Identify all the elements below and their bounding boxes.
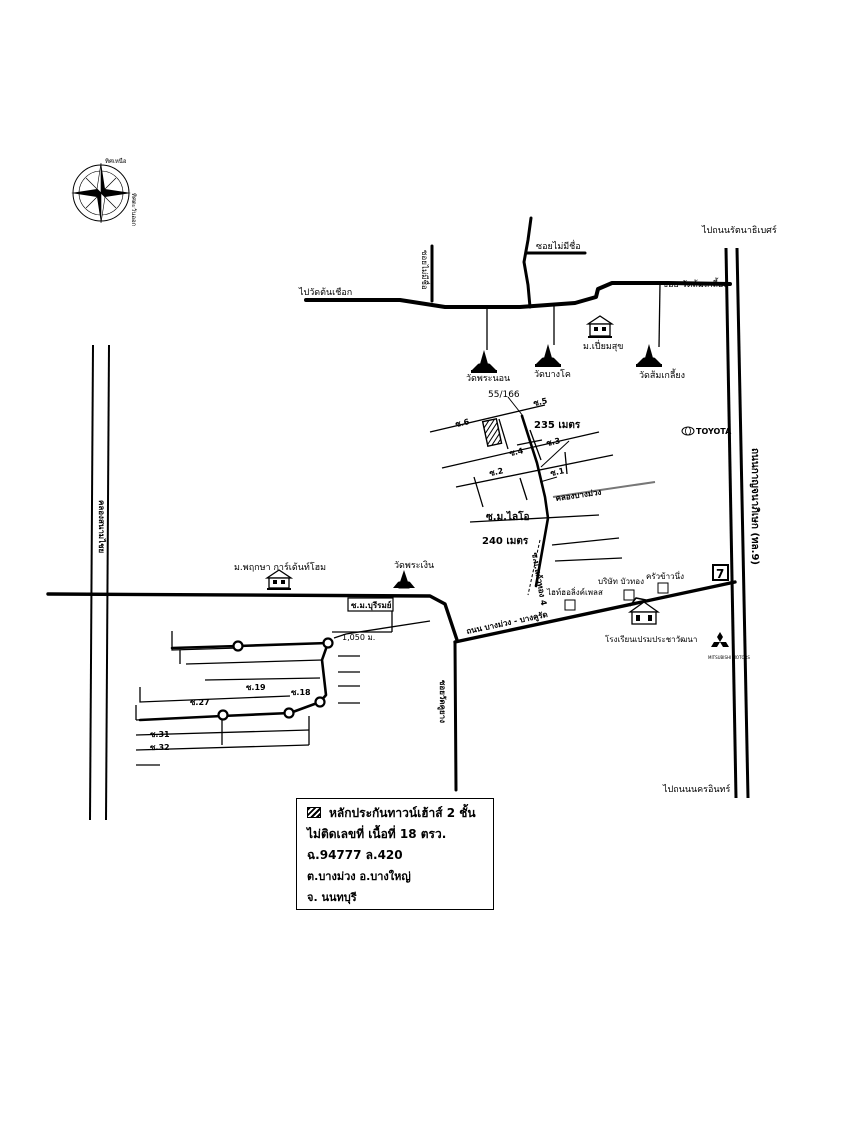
temple-icon: [393, 570, 415, 589]
village-icon: [264, 569, 294, 590]
bottom-right-road-label: ไปถนนนครอินทร์: [662, 783, 730, 795]
restaurant-label: ครัวข้าวนึ่ง: [646, 570, 684, 581]
wat-phrangoen-label: วัดพระเงิน: [394, 560, 434, 571]
mitsubishi-label: MITSUBISHI MOTORS: [708, 655, 750, 660]
compass-north-label: ทิศเหนือ: [105, 157, 127, 165]
soi-5-label: ซ.5: [533, 396, 549, 408]
soi-3-label: ซ.3: [546, 436, 562, 448]
legend-line-5: จ. นนทบุรี: [307, 891, 357, 904]
soi-19-label: ซ.19: [246, 683, 266, 692]
wat-somklieng-label: วัดส้มเกลี้ยง: [639, 368, 685, 381]
distance-1050-label: 1,050 ม.: [342, 633, 375, 642]
wat-bangkho-label: วัดบางโค: [534, 369, 571, 380]
soi-north-vertical-label: ซอยไม่มีชื่อ: [420, 250, 431, 290]
junction-marker: [232, 640, 244, 652]
toyota-logo-icon: [681, 426, 695, 436]
soi-31-label: ซ.31: [150, 730, 170, 739]
legend-line-4: ต.บางม่วง อ.บางใหญ่: [307, 870, 411, 883]
legend-title: หลักประกันทาวน์เฮ้าส์ 2 ชั้น: [329, 806, 476, 820]
m-phirun-label: ซ.ม.บุรีรมย์: [351, 600, 392, 611]
building-marker: [657, 582, 669, 594]
west-road-label: ไปวัดต้นเชือก: [298, 287, 352, 298]
soi-4-label: ซ.4: [509, 446, 525, 458]
building-marker: [564, 599, 576, 611]
junction-marker: [283, 707, 295, 719]
property-marker: [481, 417, 503, 448]
m-piamsuk-label: ม.เปี่ยมสุข: [583, 339, 623, 352]
canal-west-label: คลองสนามไชย: [97, 500, 107, 554]
village-icon: [585, 315, 615, 338]
distance-240-label: 240 เมตร: [482, 536, 529, 547]
soi-18-label: ซ.18: [291, 688, 311, 697]
soi-1-label: ซ.1: [550, 466, 566, 478]
temple-icon: [471, 350, 497, 373]
temple-icon: [535, 344, 561, 367]
building-marker: [623, 589, 635, 601]
seven-eleven-icon: 7: [716, 567, 724, 581]
west-canal: คลองสนามไชย: [89, 344, 110, 821]
toyota-label: TOYOTA: [696, 427, 732, 436]
soi-32-label: ซ.32: [150, 743, 170, 752]
wat-phranon-label: วัดพระนอน: [466, 374, 510, 384]
soi-6-label: ซ.6: [455, 417, 471, 429]
m-laio-label: ซ.ม.ไลโอ: [486, 510, 530, 523]
soi-wat-kuayang-label: ซอยวัดคูยาง: [437, 680, 447, 723]
junction-marker: [314, 696, 326, 708]
property-hatch-icon: [307, 807, 321, 818]
school-icon: [627, 597, 661, 625]
company-label: บริษัท บัวทอง: [598, 577, 644, 586]
kanchanaphisek-road: ถนนกาญจนาภิเษก (ทล.9): [724, 247, 761, 799]
compass-east-label: ทิศตะวันออก: [130, 193, 137, 227]
temple-icon: [636, 344, 662, 367]
m-pruksa-label: ม.พฤกษา การ์เด้นท์โฮม: [234, 561, 326, 573]
distance-235-label: 235 เมตร: [534, 420, 581, 431]
soi-27-label: ซ.27: [190, 698, 210, 707]
soi-wat-somklieng-label: ซอย วัดส้มเกลี้ยง: [662, 277, 728, 290]
canal-bangmuang-label: คลองบางม่วง: [555, 488, 602, 503]
top-right-road-label: ไปถนนรัตนาธิเบศร์: [701, 224, 777, 236]
junction-marker: [322, 637, 334, 649]
m-kaenthong4-label: ซ.ม.แก้วทอง 4: [530, 552, 549, 607]
compass-icon: ทิศเหนือ ทิศตะวันออก: [71, 157, 137, 227]
house-number-label: 55/166: [488, 390, 520, 400]
hotel-label: ไฮท์ฮอลิ่งค์เพลส: [546, 586, 603, 597]
school-label: โรงเรียนเปรมประชาวัฒนา: [605, 634, 697, 644]
sw-subdivision-streets: [135, 611, 431, 766]
mitsubishi-logo-icon: [711, 632, 729, 647]
unnamed-soi-label: ซอยไม่มีชื่อ: [536, 239, 581, 252]
legend-line-3: ฉ.94777 ล.420: [307, 848, 403, 862]
soi-2-label: ซ.2: [489, 466, 505, 478]
junction-marker: [217, 709, 229, 721]
legend-box: หลักประกันทาวน์เฮ้าส์ 2 ชั้น ไม่ติดเลขที…: [296, 798, 494, 910]
legend-line-2: ไม่ติดเลขที่ เนื้อที่ 18 ตรว.: [307, 827, 447, 841]
main-road-label: ถนนกาญจนาภิเษก (ทล.9): [749, 448, 761, 565]
